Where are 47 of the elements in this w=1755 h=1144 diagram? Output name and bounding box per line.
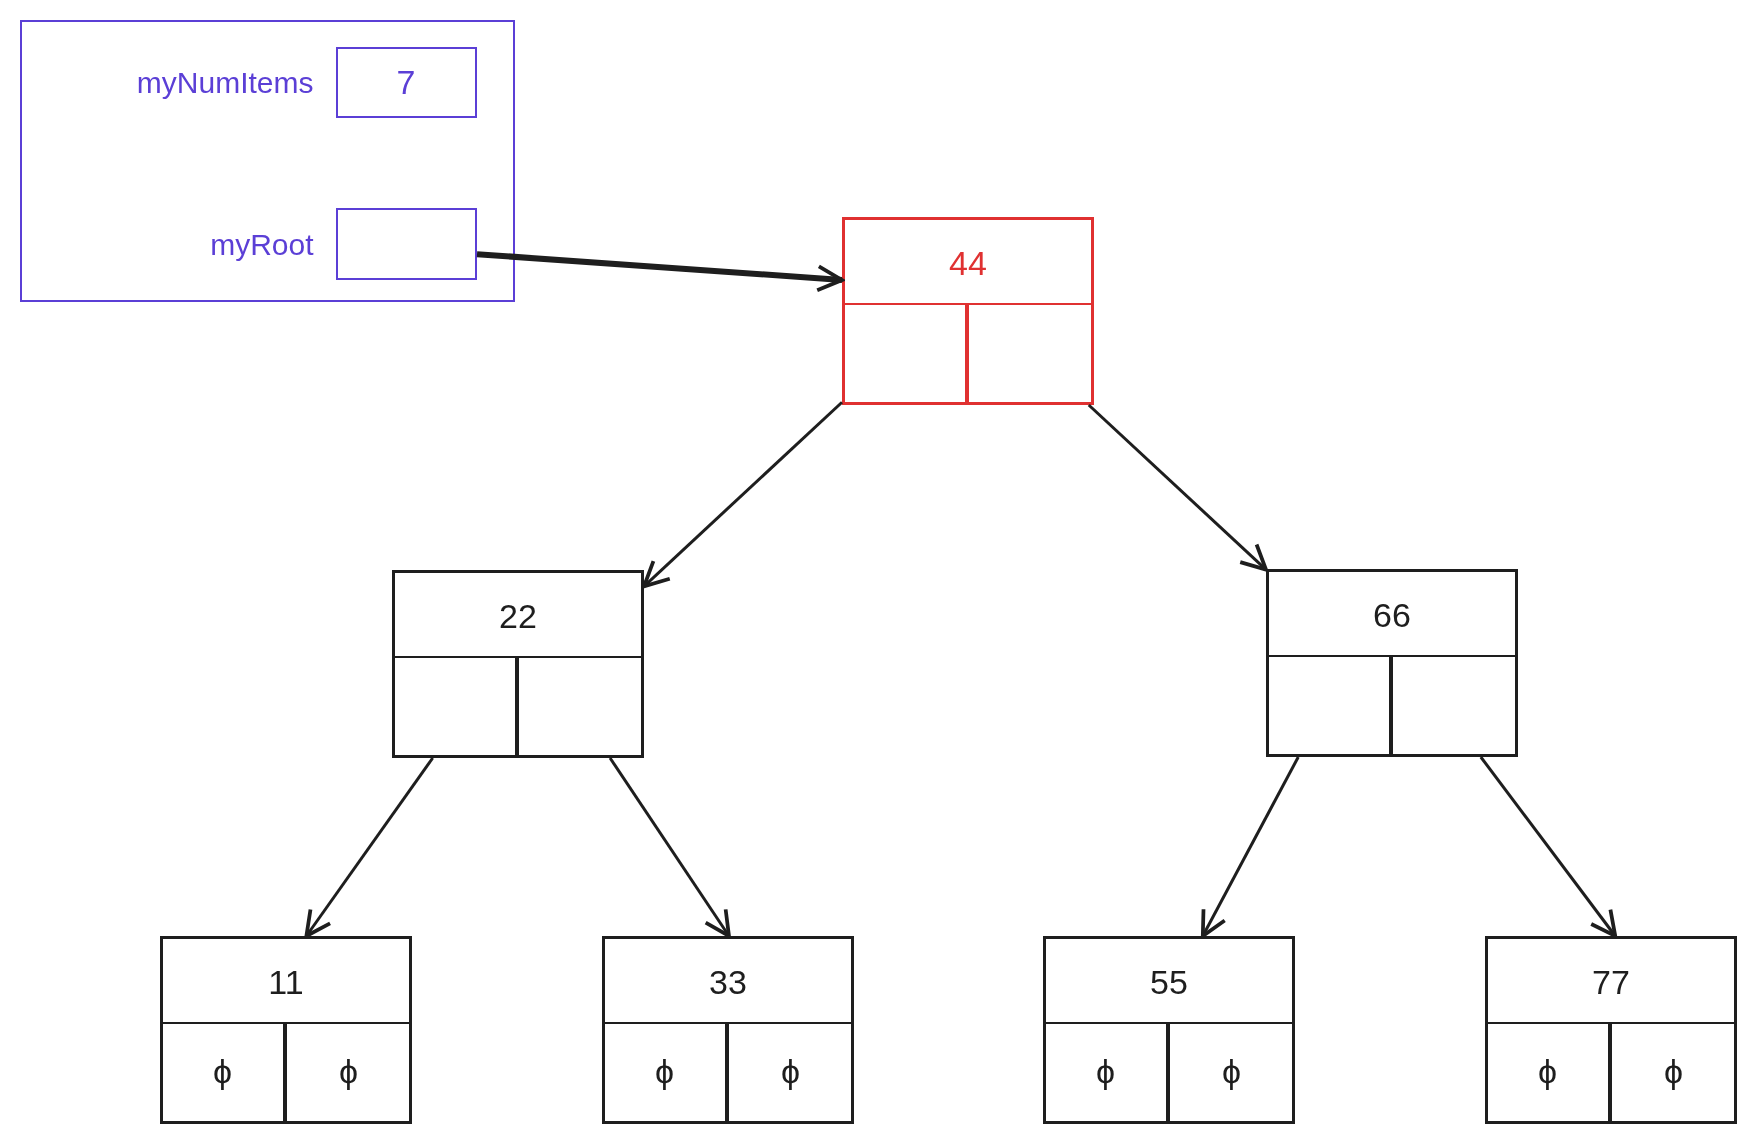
null-symbol: ϕ [1220, 1054, 1242, 1088]
null-pointer-cell [1168, 1022, 1295, 1124]
null-symbol: ϕ [1536, 1054, 1558, 1088]
node-value: 66 [1372, 598, 1412, 632]
node-value: 11 [267, 965, 305, 999]
pointer-cell [967, 303, 1094, 405]
arrow [1087, 403, 1268, 572]
null-pointer-cell [602, 1022, 727, 1124]
null-symbol: ϕ [653, 1054, 675, 1088]
field-label: myRoot [210, 229, 314, 260]
field-label: myNumItems [136, 68, 314, 98]
tree-node [160, 936, 412, 1124]
tree-node [392, 570, 644, 758]
tree-node [602, 936, 854, 1124]
arrow [476, 251, 844, 293]
tree-node [842, 217, 1094, 405]
pointer-cell [1266, 655, 1391, 757]
pointer-cell [842, 303, 967, 405]
tree-node [1485, 936, 1737, 1124]
field-value: 7 [395, 64, 417, 99]
node-value: 77 [1591, 965, 1631, 999]
null-pointer-cell [1485, 1022, 1610, 1124]
pointer-cell [517, 656, 644, 758]
tree-node [1043, 936, 1295, 1124]
null-pointer-cell [1610, 1022, 1737, 1124]
pointer-cell [392, 656, 517, 758]
null-symbol: ϕ [337, 1054, 359, 1088]
object-frame [20, 20, 515, 302]
null-pointer-cell [1043, 1022, 1168, 1124]
null-symbol: ϕ [211, 1054, 233, 1088]
null-pointer-cell [285, 1022, 412, 1124]
arrow [304, 757, 434, 938]
arrow [1479, 756, 1618, 938]
null-pointer-cell [160, 1022, 285, 1124]
pointer-cell [1391, 655, 1518, 757]
null-symbol: ϕ [1662, 1054, 1684, 1088]
null-symbol: ϕ [1094, 1054, 1116, 1088]
tree-node [1266, 569, 1518, 757]
arrow [642, 401, 843, 589]
node-value: 33 [708, 965, 748, 999]
node-value: 22 [498, 599, 538, 633]
node-value: 55 [1149, 965, 1189, 999]
node-value: 44 [948, 246, 988, 280]
arrow [1200, 756, 1300, 938]
arrow [608, 757, 731, 938]
null-symbol: ϕ [779, 1054, 801, 1088]
null-pointer-cell [727, 1022, 854, 1124]
